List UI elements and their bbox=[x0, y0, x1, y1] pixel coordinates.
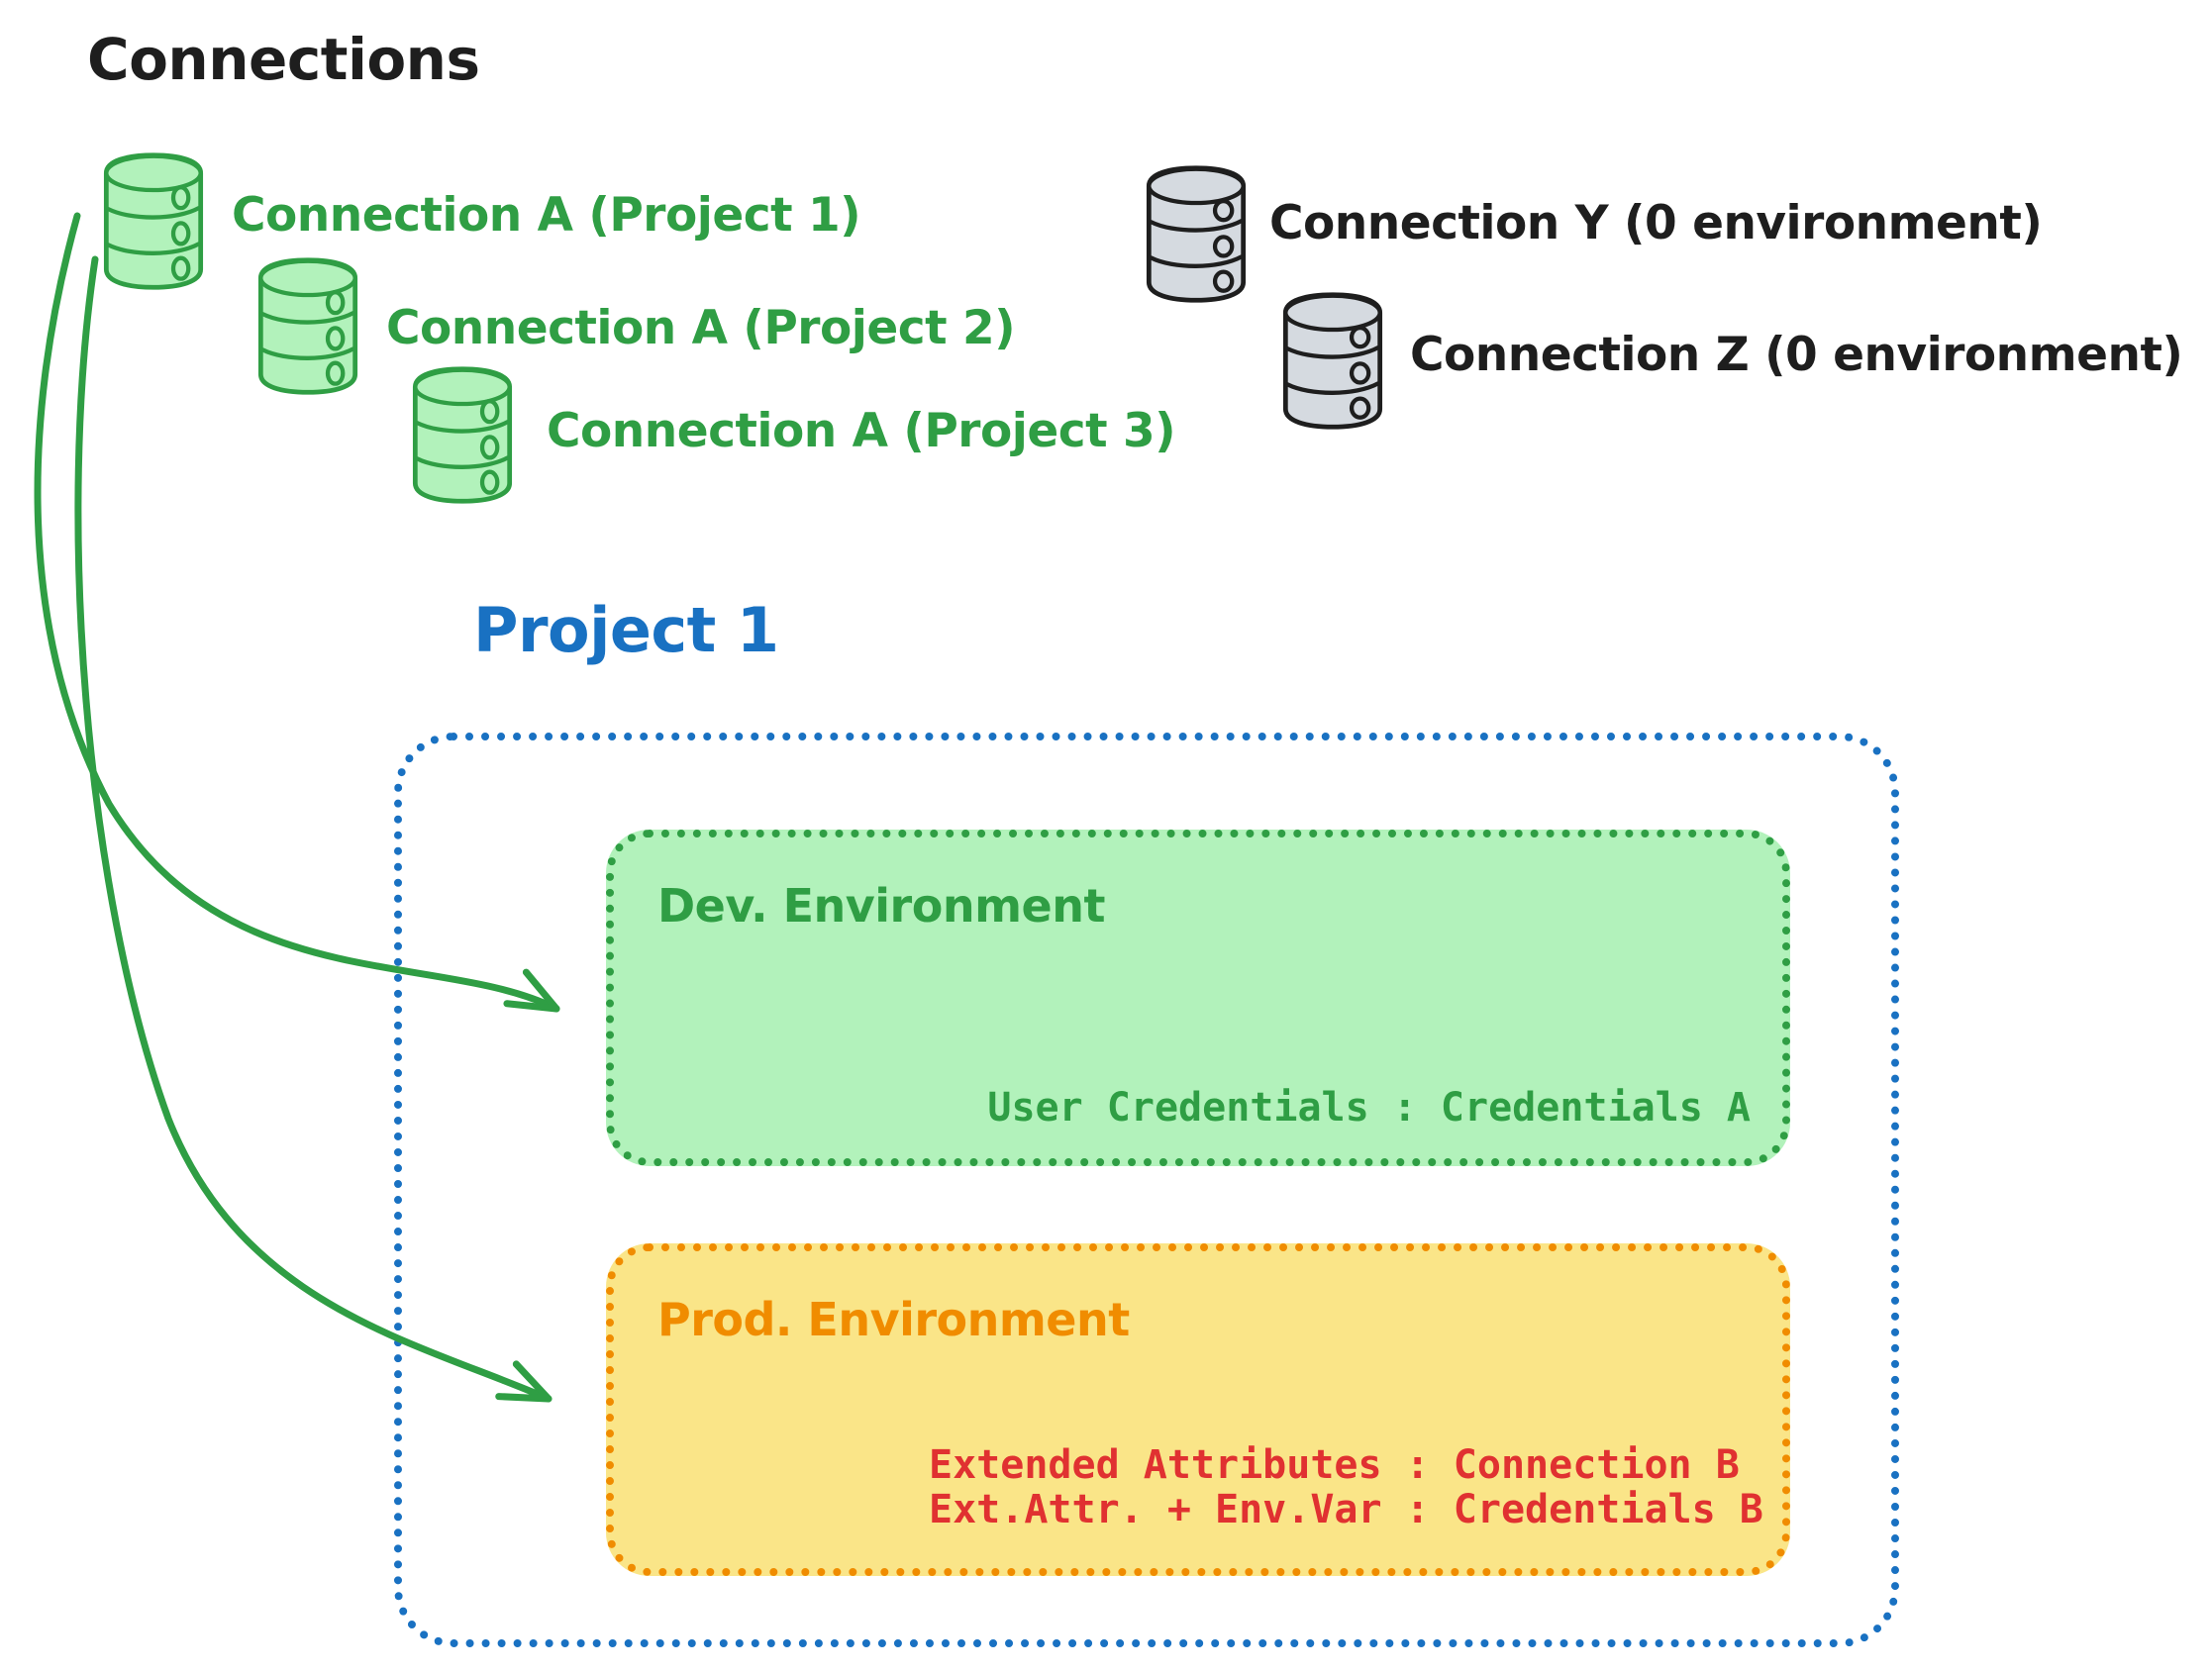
database-icon-connection-a-project-1 bbox=[103, 152, 204, 290]
dev-environment-title: Dev. Environment bbox=[657, 879, 1105, 933]
connection-a-project-1-label: Connection A (Project 1) bbox=[232, 188, 861, 243]
database-icon-connection-a-project-3 bbox=[412, 366, 513, 504]
prod-environment-title: Prod. Environment bbox=[657, 1293, 1130, 1346]
connection-z-label: Connection Z (0 environment) bbox=[1410, 328, 2183, 382]
project-1-container: Dev. Environment User Credentials : Cred… bbox=[394, 733, 1899, 1647]
database-icon-connection-z bbox=[1282, 292, 1383, 430]
diagram-title: Connections bbox=[87, 26, 480, 93]
prod-mapping-line-env-var: Ext.Attr. + Env.Var : Credentials B bbox=[929, 1487, 1763, 1532]
connection-a-project-2-label: Connection A (Project 2) bbox=[386, 301, 1016, 355]
database-icon-connection-y bbox=[1146, 165, 1247, 303]
prod-mapping-line-extended-attributes: Extended Attributes : Connection B bbox=[929, 1442, 1740, 1488]
project-title: Project 1 bbox=[473, 594, 779, 666]
connection-y-label: Connection Y (0 environment) bbox=[1269, 196, 2043, 250]
dev-credentials-line: User Credentials : Credentials A bbox=[987, 1085, 1751, 1131]
prod-mapping-lines: Extended Attributes : Connection B Ext.A… bbox=[929, 1443, 1763, 1532]
prod-environment-box: Prod. Environment Extended Attributes : … bbox=[606, 1243, 1790, 1576]
dev-environment-box: Dev. Environment User Credentials : Cred… bbox=[606, 830, 1790, 1166]
database-icon-connection-a-project-2 bbox=[257, 257, 358, 395]
connection-a-project-3-label: Connection A (Project 3) bbox=[547, 404, 1176, 458]
